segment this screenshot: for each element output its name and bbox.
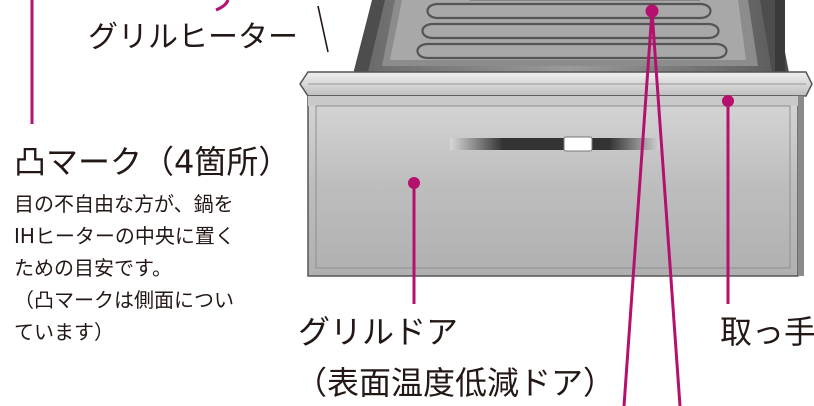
- handle-label: 取っ手: [720, 313, 814, 351]
- desc-line: 目の不自由な方が、鍋を: [14, 192, 234, 216]
- handle-leader: [722, 95, 734, 304]
- grill-heater: [416, 0, 728, 60]
- bump-mark-description: 目の不自由な方が、鍋を IHヒーターの中央に置く ための目安です。 （凸マークは…: [14, 188, 299, 348]
- desc-line: IHヒーターの中央に置く: [14, 224, 235, 248]
- door-leader: [408, 177, 420, 304]
- grill-door[interactable]: [307, 95, 804, 277]
- grill-door-label: グリルドア: [298, 313, 459, 351]
- grill-door-sub-label: （表面温度低減ドア）: [295, 364, 616, 402]
- heater-leader-line: [215, 0, 329, 53]
- grill-heater-label: グリルヒーター: [88, 20, 298, 55]
- center-leaders: [622, 4, 682, 406]
- grill-door-lip: [299, 71, 813, 97]
- bump-mark-label: 凸マーク（4箇所）: [14, 143, 291, 181]
- desc-line: ています）: [14, 320, 114, 344]
- desc-line: ための目安です。: [14, 256, 172, 280]
- door-window: [450, 136, 662, 152]
- desc-line: （凸マークは側面につい: [14, 288, 234, 312]
